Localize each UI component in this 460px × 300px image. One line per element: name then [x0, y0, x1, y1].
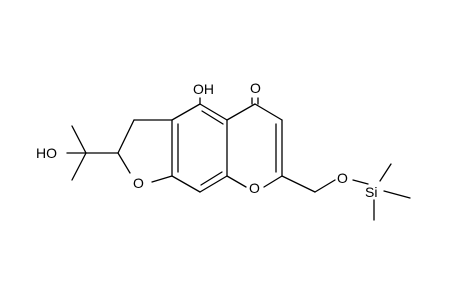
- furan-oxygen-label: O: [133, 175, 144, 191]
- bond-c4-c4a: [199, 103, 228, 121]
- ho-label-left: HO: [36, 145, 57, 161]
- bond-c5-c6: [254, 103, 283, 121]
- bond-si-methyl-right: [383, 190, 411, 199]
- bond-c4a-c5: [226, 103, 256, 121]
- bond-ether-o-si: [352, 179, 369, 185]
- bond-cq-methyl-up: [71, 125, 87, 154]
- silicon-label: Si: [365, 184, 377, 200]
- bond-si-methyl-up: [379, 163, 392, 182]
- bond-c2-c3: [117, 119, 135, 154]
- bond-cq-methyl-down: [71, 152, 87, 181]
- bond-c7-ch2: [281, 175, 316, 193]
- bond-c8a-c9-double: [200, 171, 223, 186]
- ether-oxygen-label: O: [337, 170, 348, 186]
- bond-ch2-ether-o: [314, 179, 336, 193]
- bond-c4-c4a-double: [201, 110, 224, 125]
- pyran-oxygen-label: O: [249, 180, 260, 196]
- bond-furan-o-c7a: [151, 175, 173, 183]
- ketone-oxygen-label: O: [250, 80, 261, 96]
- bond-c3a-c4: [171, 103, 201, 121]
- bond-c9-c7a: [171, 175, 201, 193]
- bond-c8a-c9: [199, 175, 228, 193]
- oh-label-top: OH: [193, 81, 214, 97]
- bond-c7-pyran-o: [263, 175, 283, 188]
- bond-c2-furan-o: [117, 152, 131, 174]
- bond-pyran-o-c8a: [226, 175, 247, 188]
